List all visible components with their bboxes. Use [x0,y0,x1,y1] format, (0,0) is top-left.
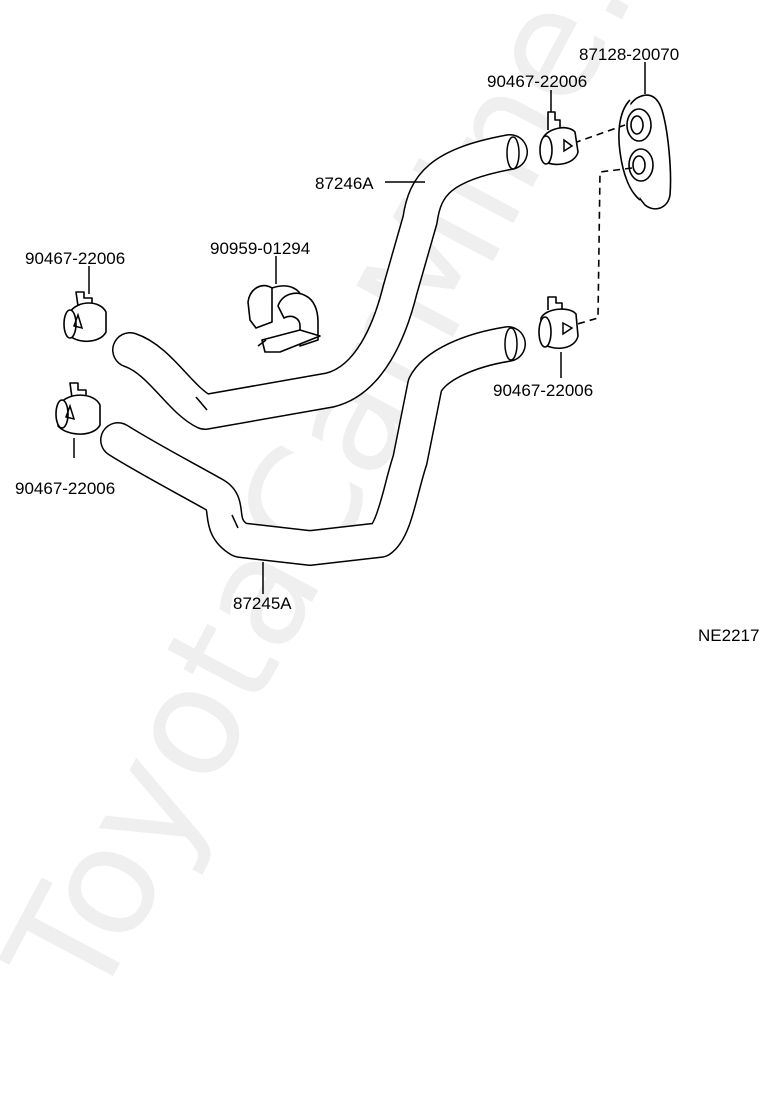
label-clamp-right-lower: 90467-22006 [493,381,593,400]
dashed-line-right [573,167,633,326]
diagram-code: NE2217 [698,626,759,645]
clamp-top-right[interactable] [539,111,579,166]
clip-90959-01294[interactable] [247,284,321,353]
label-hose-upper: 87246A [315,174,374,193]
hose-end-lower-right [504,327,518,361]
label-grommet: 87128-20070 [579,45,679,64]
label-clamp-left-upper: 90467-22006 [25,249,125,268]
dashed-line-top [573,124,626,144]
hose-87245a[interactable] [100,326,526,566]
hose-end-upper-right [506,136,520,170]
clamp-right-lower[interactable] [538,296,579,349]
clamp-left-lower[interactable] [55,382,101,458]
label-clamp-left-lower: 90467-22006 [15,479,115,498]
label-clip: 90959-01294 [210,239,310,258]
label-hose-lower: 87245A [233,594,292,613]
hose-87246a[interactable] [112,134,528,430]
grommet-87128-20070[interactable] [618,94,672,210]
label-clamp-top: 90467-22006 [487,72,587,91]
clamp-left-upper[interactable] [63,291,107,343]
